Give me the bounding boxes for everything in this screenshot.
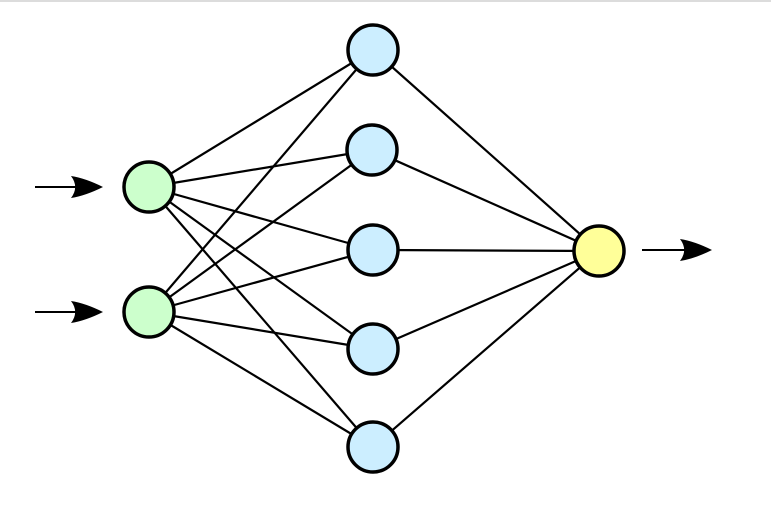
hidden-node-2: [345, 123, 399, 177]
edge-hidden2-output1: [371, 148, 600, 253]
edge-input1-hidden1: [148, 49, 374, 188]
edge-input1-hidden3: [148, 185, 374, 252]
edge-hidden4-output1: [372, 249, 600, 351]
edge-input1-hidden4: [148, 186, 374, 350]
edge-input2-hidden2: [148, 149, 373, 313]
edge-input1-hidden5: [148, 186, 374, 448]
hidden-node-1: [346, 23, 400, 77]
hidden-node-5: [346, 420, 400, 474]
hidden-node-4: [346, 322, 400, 376]
input-arrow-2-head: [71, 301, 103, 323]
window-top-border: [0, 0, 771, 2]
edge-input2-hidden3: [148, 248, 374, 314]
input-arrow-1-head: [71, 176, 103, 198]
edge-input1-hidden2: [148, 148, 373, 189]
edge-hidden5-output1: [372, 250, 600, 448]
edge-input2-hidden5: [148, 311, 374, 448]
hidden-node-3: [346, 223, 400, 277]
input-node-2: [122, 285, 176, 339]
output-arrow-head: [680, 239, 712, 261]
input-node-1: [122, 160, 176, 214]
edge-hidden3-output1: [372, 248, 600, 253]
edge-hidden1-output1: [372, 49, 600, 252]
edge-input2-hidden4: [148, 310, 374, 351]
output-node-1: [572, 224, 626, 278]
edge-input2-hidden1: [148, 49, 374, 313]
